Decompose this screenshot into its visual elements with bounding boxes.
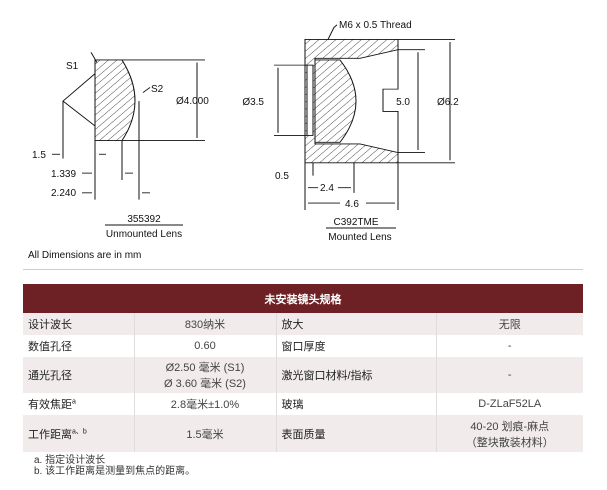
dimensions-note: All Dimensions are in mm (28, 250, 142, 261)
clear-aperture-s2: Ø 3.60 毫米 (S2) (164, 378, 246, 390)
dim-2-4: 2.4 (320, 183, 334, 194)
label-text: 工作距离 (28, 428, 72, 441)
dim-0-5: 0.5 (275, 171, 289, 182)
surface-quality: 40-20 划痕-麻点 (470, 420, 550, 433)
dim-1-5: 1.5 (32, 150, 46, 161)
diameter-label: Ø4.000 (176, 96, 209, 107)
spec-value: 0.60 (133, 335, 276, 357)
footnote-ref: a (72, 398, 76, 406)
table-row: 工作距离a、b 1.5毫米 表面质量 40-20 划痕-麻点 （整块散装材料） (23, 415, 583, 452)
s2-label: S2 (151, 84, 164, 95)
spec-label: 玻璃 (275, 393, 436, 415)
part-c392tme: C392TME (333, 217, 378, 228)
spec-value: 830纳米 (133, 313, 276, 335)
spec-label: 数值孔径 (23, 335, 134, 357)
unmounted-caption: Unmounted Lens (106, 229, 182, 240)
specs-table: 未安装镜头规格 设计波长 830纳米 放大 无限 数值孔径 0.60 窗口厚度 … (23, 284, 583, 452)
footnotes: a. 指定设计波长 b. 该工作距离是测量到焦点的距离。 (34, 455, 195, 477)
mounted-lens (274, 24, 455, 210)
surface-quality-note: （整块散装材料） (465, 436, 554, 449)
table-row: 有效焦距a 2.8毫米±1.0% 玻璃 D-ZLaF52LA (23, 393, 583, 415)
thread-label: M6 x 0.5 Thread (339, 20, 412, 31)
s1-label: S1 (66, 61, 79, 72)
footnote-ref: a、b (72, 427, 87, 435)
divider (23, 269, 583, 270)
footnote-a: a. 指定设计波长 (34, 455, 106, 466)
footnote-b: b. 该工作距离是测量到焦点的距离。 (34, 466, 196, 477)
mounted-caption: Mounted Lens (328, 232, 391, 243)
part-355392: 355392 (127, 214, 161, 225)
spec-label: 通光孔径 (23, 357, 134, 393)
clear-aperture-label: Ø3.5 (242, 97, 264, 108)
spec-value: Ø2.50 毫米 (S1) Ø 3.60 毫米 (S2) (133, 357, 276, 393)
dim-2-240: 2.240 (51, 188, 76, 199)
spec-label: 表面质量 (275, 415, 436, 452)
dim-4-6: 4.6 (345, 199, 359, 210)
spec-label: 有效焦距a (23, 393, 134, 415)
label-text: 有效焦距 (28, 399, 72, 411)
clear-aperture-s1: Ø2.50 毫米 (S1) (165, 362, 245, 374)
spec-label: 激光窗口材料/指标 (275, 357, 436, 393)
dim-1-339: 1.339 (51, 169, 76, 180)
table-row: 数值孔径 0.60 窗口厚度 - (23, 335, 583, 357)
table-title: 未安装镜头规格 (23, 284, 583, 313)
spec-value: 2.8毫米±1.0% (133, 393, 276, 415)
lens-drawing: S1 S2 Ø4.000 1.5 1.339 2.240 355392 Unmo… (32, 20, 459, 243)
spec-value: - (435, 335, 583, 357)
table-row: 设计波长 830纳米 放大 无限 (23, 313, 583, 335)
spec-value: - (435, 357, 583, 393)
inner-diameter-label: 5.0 (396, 97, 410, 108)
spec-label: 放大 (275, 313, 436, 335)
spec-value: 40-20 划痕-麻点 （整块散装材料） (435, 415, 583, 452)
outer-diameter-label: Ø6.2 (437, 97, 459, 108)
spec-value: 1.5毫米 (133, 415, 276, 452)
table-row: 通光孔径 Ø2.50 毫米 (S1) Ø 3.60 毫米 (S2) 激光窗口材料/… (23, 357, 583, 393)
spec-value: D-ZLaF52LA (435, 393, 583, 415)
unmounted-lens (52, 52, 205, 200)
spec-label: 设计波长 (23, 313, 134, 335)
spec-value: 无限 (435, 313, 583, 335)
spec-label: 窗口厚度 (275, 335, 436, 357)
spec-label: 工作距离a、b (23, 415, 134, 452)
